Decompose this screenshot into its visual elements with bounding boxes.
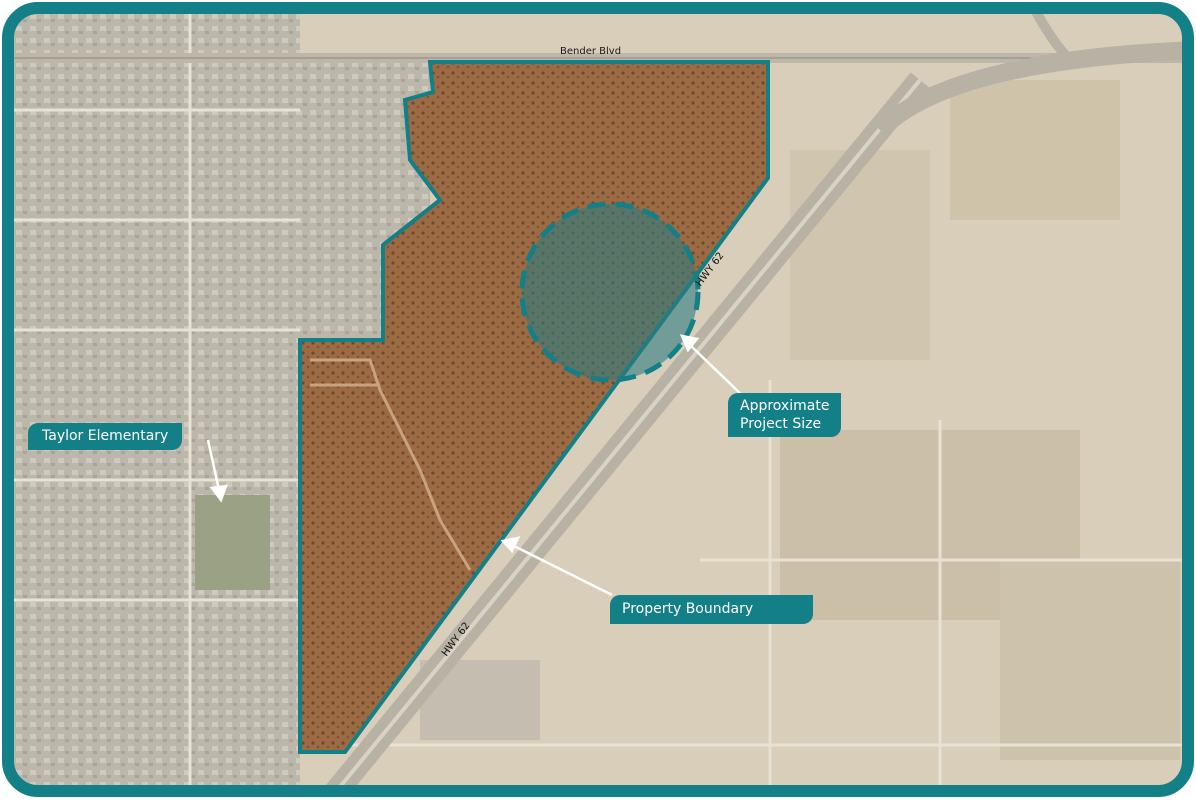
dirt-track: [310, 358, 472, 571]
callout-text: Property Boundary: [622, 601, 754, 617]
parcel: [950, 80, 1120, 220]
school-grounds: [195, 495, 270, 590]
callout-text-line2: Project Size: [740, 416, 822, 432]
parcel: [790, 150, 930, 360]
hwy-ramp: [873, 41, 1188, 137]
property-boundary-callout: Property Boundary: [610, 595, 814, 624]
parcel: [1000, 560, 1180, 760]
project-size-callout: Approximate Project Size: [728, 393, 842, 437]
callout-arrows: [206, 334, 746, 597]
callout-text-line1: Approximate: [740, 398, 830, 414]
project-size-circle: [519, 201, 701, 383]
callout-text: Taylor Elementary: [42, 428, 169, 444]
taylor-elementary-callout: Taylor Elementary: [28, 423, 183, 450]
bender-blvd-label: Bender Blvd: [560, 46, 622, 57]
residential-west: [8, 8, 300, 791]
